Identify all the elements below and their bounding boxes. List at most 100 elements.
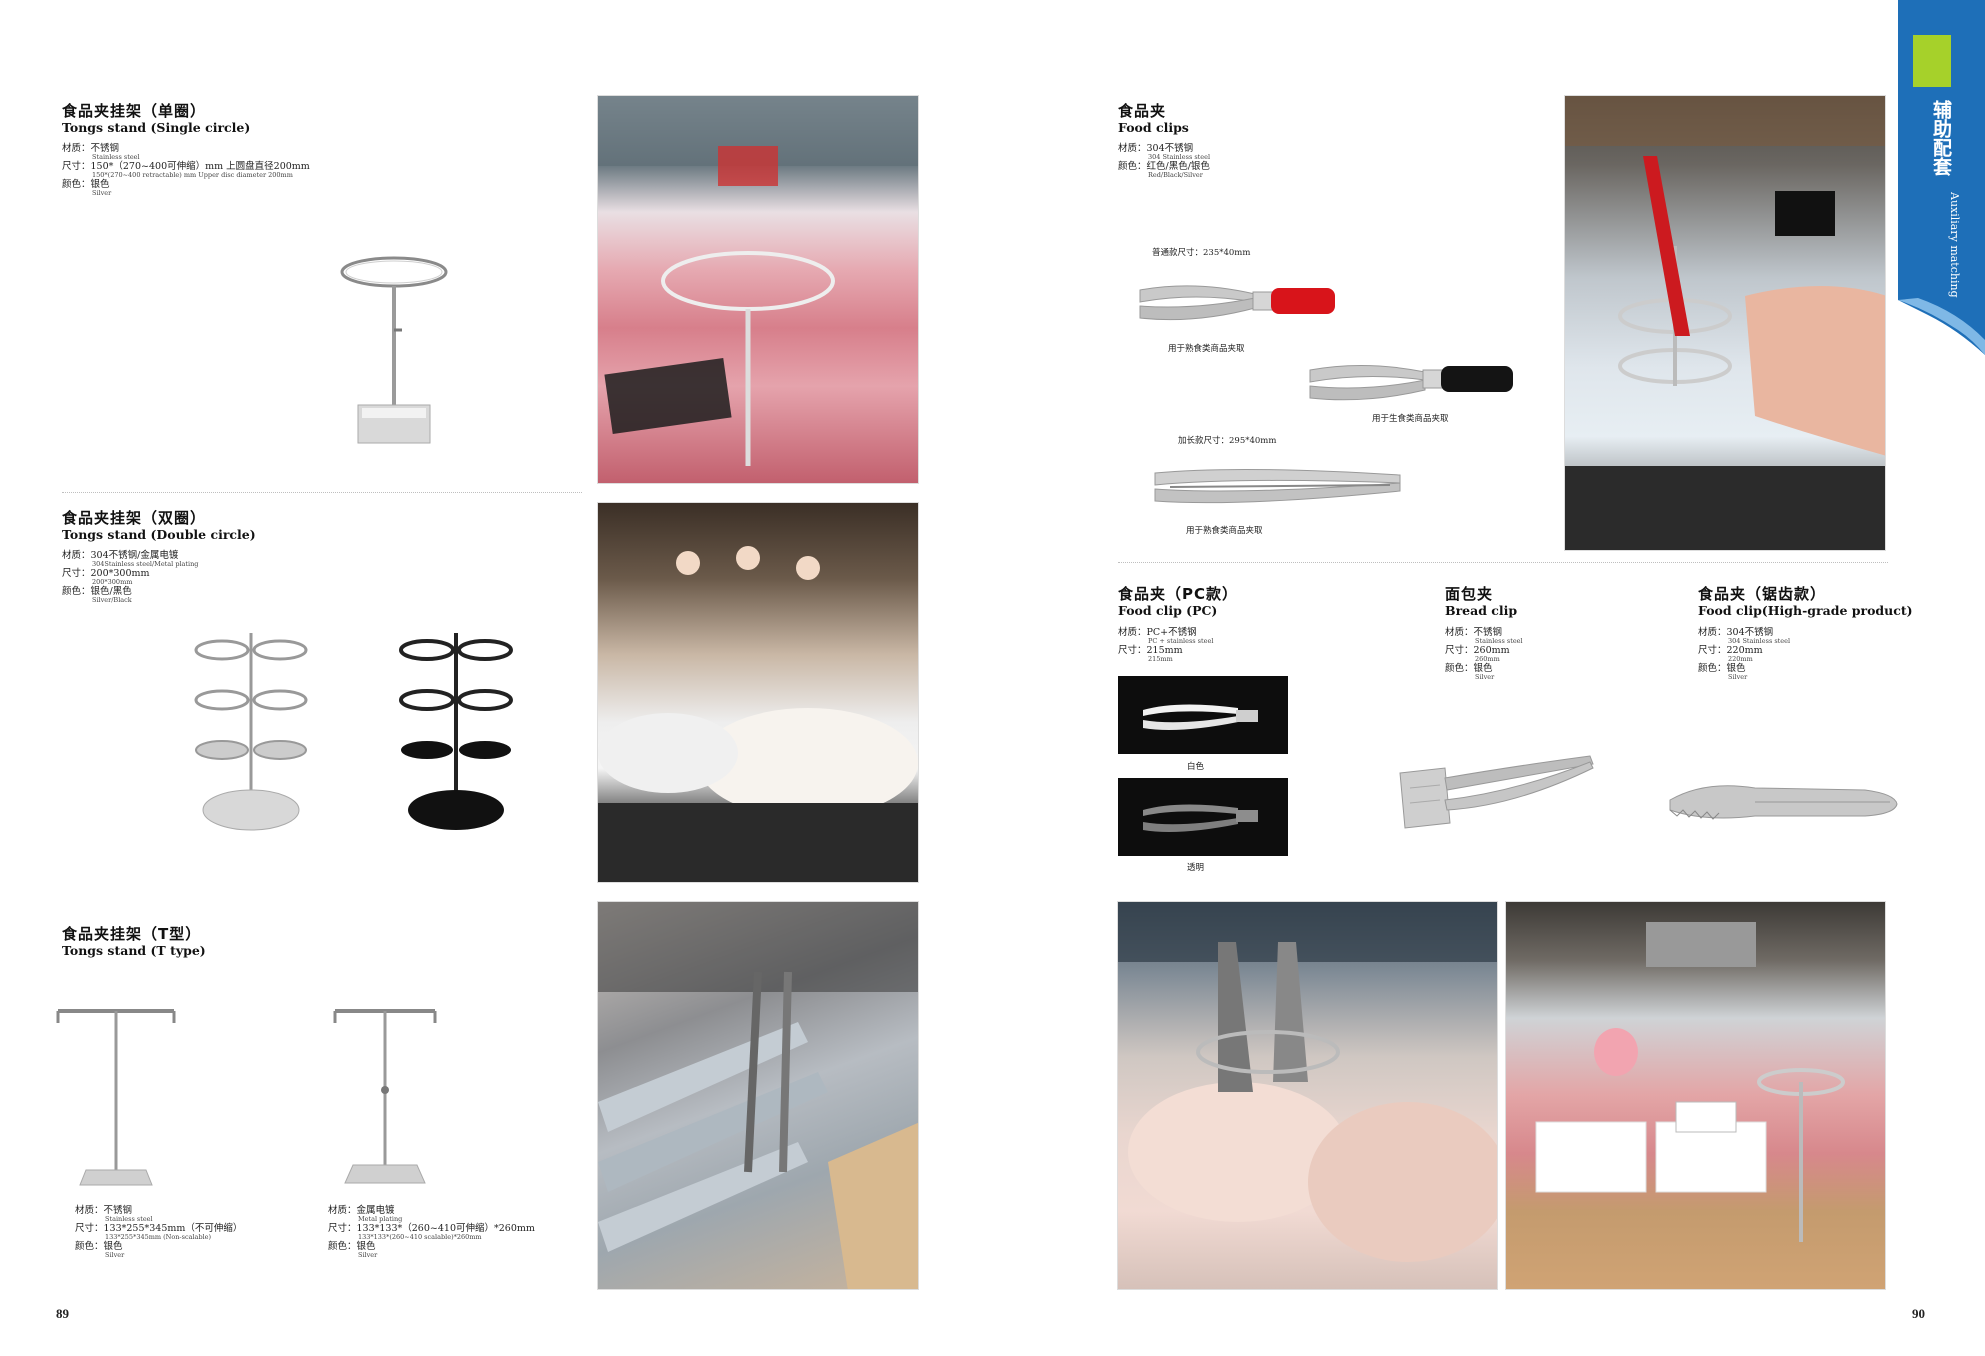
single-material-en: Stainless steel — [92, 153, 140, 161]
page-number-left: 89 — [56, 1306, 69, 1321]
t-stand-fixed-image — [56, 1009, 176, 1186]
food-clips-material: 材质：304不锈钢 — [1118, 143, 1194, 154]
pc-specs: 材质：PC+不锈钢 PC + stainless steel 尺寸：215mm … — [1118, 627, 1318, 663]
ttype-b-material: 材质：金属电镀 — [328, 1205, 395, 1216]
ttype-a-material: 材质：不锈钢 — [75, 1205, 133, 1216]
double-title-en: Tongs stand (Double circle) — [62, 527, 256, 542]
pc-title-en: Food clip (PC) — [1118, 603, 1218, 618]
serrated-clip-image — [1669, 785, 1898, 820]
serrated-size-en: 220mm — [1728, 655, 1753, 663]
ttype-title-cn: 食品夹挂架（T型） — [62, 925, 202, 943]
food-clips-specs: 材质：304不锈钢 304 Stainless steel 颜色：红色/黑色/银… — [1118, 143, 1358, 179]
section-tab: 辅助配套 Auxiliary matching — [1898, 0, 1985, 355]
normal-size-label: 普通款尺寸：235*40mm — [1152, 248, 1251, 258]
pc-size: 尺寸：215mm — [1118, 645, 1183, 656]
fish-display-photo — [597, 901, 919, 1290]
single-circle-header: 食品夹挂架（单圈） Tongs stand (Single circle) — [62, 100, 250, 135]
double-title-cn: 食品夹挂架（双圈） — [62, 509, 207, 527]
serrated-material-en: 304 Stainless steel — [1728, 637, 1791, 645]
pork-display-photo — [1505, 901, 1886, 1290]
single-title-en: Tongs stand (Single circle) — [62, 120, 251, 135]
cooked-caption-2: 用于熟食类商品夹取 — [1186, 526, 1263, 536]
pc-size-en: 215mm — [1148, 655, 1173, 663]
ttype-b-specs: 材质：金属电镀 Metal plating 尺寸：133*133*（260~41… — [328, 1205, 598, 1259]
store-crowd-photo — [597, 502, 919, 883]
single-material: 材质：不锈钢 — [62, 143, 120, 154]
double-material-en: 304Stainless steel/Metal plating — [92, 560, 199, 568]
page-number-right: 90 — [1912, 1306, 1925, 1321]
double-size: 尺寸：200*300mm — [62, 568, 150, 579]
silver-long-tongs-image — [1154, 468, 1401, 504]
bread-size: 尺寸：260mm — [1445, 645, 1510, 656]
serrated-header: 食品夹（锯齿款） Food clip(High-grade product) — [1698, 583, 1913, 618]
bread-title-cn: 面包夹 — [1445, 585, 1494, 603]
double-circle-stand-silver-image — [194, 633, 308, 831]
red-tongs-image — [1139, 285, 1335, 321]
pc-material: 材质：PC+不锈钢 — [1118, 627, 1197, 638]
single-size: 尺寸：150*（270~400可伸缩）mm 上圆盘直径200mm — [62, 161, 310, 172]
serrated-title-cn: 食品夹（锯齿款） — [1698, 585, 1827, 603]
ttype-a-size-en: 133*255*345mm (Non-scalable) — [105, 1233, 212, 1241]
ttype-b-size: 尺寸：133*133*（260~410可伸缩）*260mm — [328, 1223, 535, 1234]
single-color: 颜色：银色 — [62, 179, 110, 190]
ttype-title-en: Tongs stand (T type) — [62, 943, 206, 958]
ttype-header: 食品夹挂架（T型） Tongs stand (T type) — [62, 923, 206, 958]
pc-clear-clip-image — [1118, 778, 1288, 856]
single-specs: 材质：不锈钢 Stainless steel 尺寸：150*（270~400可伸… — [62, 143, 362, 197]
double-color: 颜色：银色/黑色 — [62, 586, 132, 597]
serrated-size: 尺寸：220mm — [1698, 645, 1763, 656]
pc-white-caption: 白色 — [1187, 762, 1205, 772]
bread-header: 面包夹 Bread clip — [1445, 583, 1517, 618]
double-color-en: Silver/Black — [92, 596, 132, 604]
bread-material-en: Stainless steel — [1475, 637, 1523, 645]
serrated-material: 材质：304不锈钢 — [1698, 627, 1774, 638]
ttype-a-specs: 材质：不锈钢 Stainless steel 尺寸：133*255*345mm（… — [75, 1205, 315, 1259]
food-clips-color: 颜色：红色/黑色/银色 — [1118, 161, 1210, 172]
bread-title-en: Bread clip — [1445, 603, 1518, 618]
food-clips-color-en: Red/Black/Silver — [1148, 171, 1203, 179]
ttype-b-material-en: Metal plating — [358, 1215, 403, 1223]
ttype-a-color-en: Silver — [105, 1251, 125, 1259]
single-title-cn: 食品夹挂架（单圈） — [62, 102, 207, 120]
bread-color: 颜色：银色 — [1445, 663, 1493, 674]
bread-material: 材质：不锈钢 — [1445, 627, 1503, 638]
black-tongs-image — [1309, 364, 1513, 401]
double-size-en: 200*300mm — [92, 578, 133, 586]
pc-material-en: PC + stainless steel — [1148, 637, 1214, 645]
divider — [62, 492, 582, 493]
chicken-display-photo — [1117, 901, 1498, 1290]
food-clips-material-en: 304 Stainless steel — [1148, 153, 1211, 161]
food-clips-title-en: Food clips — [1118, 120, 1189, 135]
double-material: 材质：304不锈钢/金属电镀 — [62, 550, 179, 561]
bread-clip-image — [1399, 755, 1594, 829]
ttype-b-color: 颜色：银色 — [328, 1241, 376, 1252]
double-circle-header: 食品夹挂架（双圈） Tongs stand (Double circle) — [62, 507, 256, 542]
ttype-b-size-en: 133*133*(260~410 scalable)*260mm — [358, 1233, 482, 1241]
serrated-color: 颜色：银色 — [1698, 663, 1746, 674]
ttype-a-size: 尺寸：133*255*345mm（不可伸缩） — [75, 1223, 243, 1234]
divider-right — [1118, 562, 1888, 563]
pc-title-cn: 食品夹（PC款） — [1118, 585, 1239, 603]
bread-size-en: 260mm — [1475, 655, 1500, 663]
tab-label-en: Auxiliary matching — [1948, 192, 1961, 298]
serrated-color-en: Silver — [1728, 673, 1748, 681]
single-circle-stand-image — [340, 256, 448, 444]
serrated-specs: 材质：304不锈钢 304 Stainless steel 尺寸：220mm 2… — [1698, 627, 1888, 681]
meat-display-photo — [597, 95, 919, 484]
ttype-a-color: 颜色：银色 — [75, 1241, 123, 1252]
ttype-b-color-en: Silver — [358, 1251, 378, 1259]
t-stand-adjustable-image — [333, 1009, 437, 1184]
food-clips-title-cn: 食品夹 — [1118, 102, 1167, 120]
serrated-title-en: Food clip(High-grade product) — [1698, 603, 1913, 618]
pc-white-clip-image — [1118, 676, 1288, 754]
raw-caption: 用于生食类商品夹取 — [1372, 414, 1449, 424]
tab-label-cn: 辅助配套 — [1930, 100, 1952, 176]
single-color-en: Silver — [92, 189, 112, 197]
double-circle-stand-black-image — [399, 633, 513, 830]
tab-accent-block — [1913, 35, 1951, 87]
long-size-label: 加长款尺寸：295*40mm — [1178, 436, 1277, 446]
bread-color-en: Silver — [1475, 673, 1495, 681]
pc-clear-caption: 透明 — [1187, 863, 1205, 873]
shrimp-display-photo — [1564, 95, 1886, 551]
cooked-caption: 用于熟食类商品夹取 — [1168, 344, 1245, 354]
